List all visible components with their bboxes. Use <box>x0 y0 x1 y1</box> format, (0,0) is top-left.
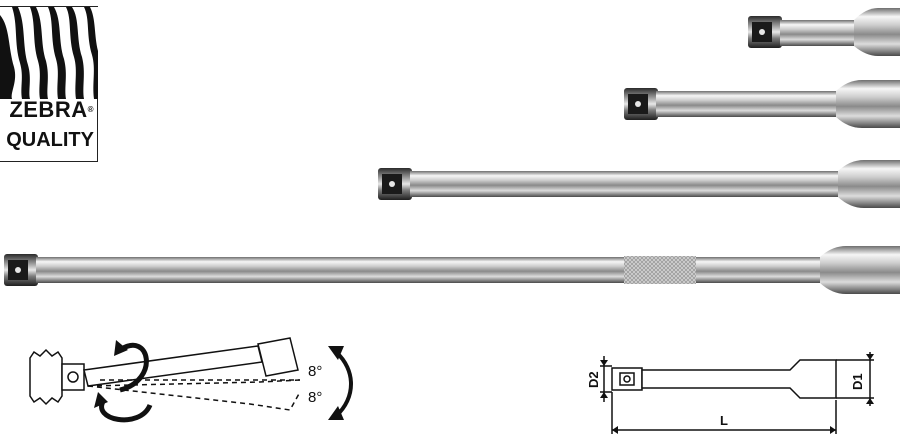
dimension-label-length: L <box>720 413 728 428</box>
extension-bar-extra-long <box>4 246 900 294</box>
extension-bar-long <box>378 160 900 208</box>
dimension-diagram <box>600 352 874 434</box>
knurled-grip <box>624 256 696 284</box>
zebra-stripes-graphic <box>0 7 98 99</box>
zebra-quality-logo: ZEBRA® QUALITY <box>0 6 98 162</box>
dimension-label-d2: D2 <box>586 371 601 388</box>
dimension-label-d1: D1 <box>850 373 865 390</box>
logo-brand-text: ZEBRA® <box>9 97 94 122</box>
wobble-angle-diagram <box>29 337 353 423</box>
angle-label-lower: 8° <box>308 389 322 406</box>
logo-tagline-text: QUALITY <box>6 129 94 151</box>
extension-bar-short <box>748 8 900 56</box>
angle-label-upper: 8° <box>308 363 322 380</box>
extension-bar-medium <box>624 80 900 128</box>
